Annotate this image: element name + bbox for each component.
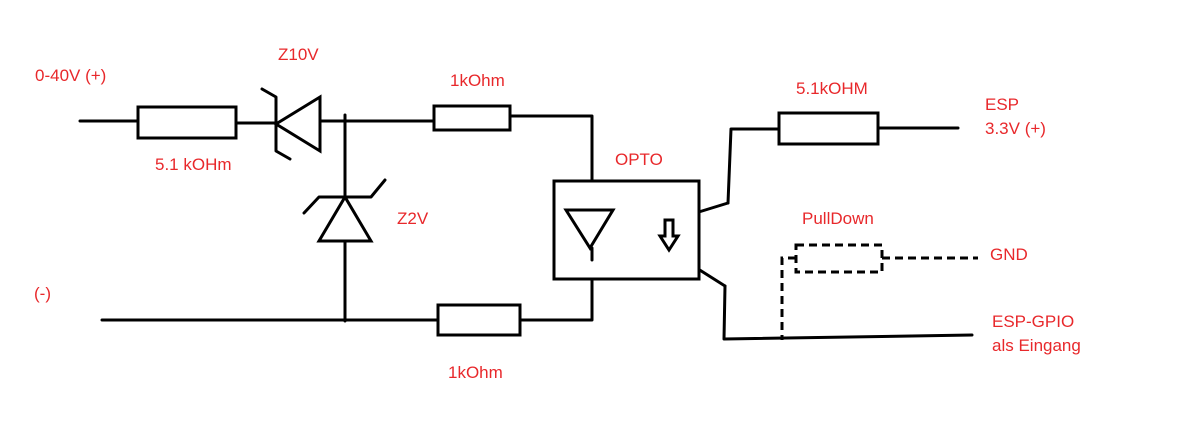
resistor-1k-bottom	[436, 303, 522, 337]
label-input-positive: 0-40V (+)	[35, 66, 106, 85]
wire-pulldown-to-gpio	[780, 256, 796, 340]
resistor-pulldown	[780, 243, 978, 340]
label-input-negative: (-)	[34, 284, 51, 303]
series-resistor	[136, 105, 238, 140]
zener-z2v	[302, 178, 387, 243]
label-pulldown: PullDown	[802, 209, 874, 228]
label-opto: OPTO	[615, 150, 663, 169]
label-esp-supply-2: 3.3V (+)	[985, 119, 1046, 138]
label-pullup-resistor: 5.1kOHM	[796, 79, 868, 98]
label-gnd: GND	[990, 245, 1028, 264]
resistor-5k1-pullup	[777, 111, 880, 146]
label-gpio-1: ESP-GPIO	[992, 312, 1074, 331]
label-gpio-2: als Eingang	[992, 336, 1081, 355]
pulldown-body	[794, 243, 884, 274]
opto-light-arrow	[657, 218, 681, 253]
label-z10v: Z10V	[278, 45, 319, 64]
label-series-resistor: 5.1 kOHm	[155, 155, 232, 174]
label-resistor-bottom: 1kOhm	[448, 363, 503, 382]
opto-led	[563, 208, 616, 251]
wire-1k-to-opto	[508, 114, 594, 212]
wire-emitter-to-gpio	[722, 284, 974, 341]
label-resistor-top: 1kOhm	[450, 71, 505, 90]
opto-housing	[552, 179, 701, 281]
label-z2v: Z2V	[397, 209, 429, 228]
labels: 0-40V (+) (-) 5.1 kOHm Z10V Z2V 1kOhm 1k…	[34, 45, 1081, 382]
wire-collector-to-5k1	[726, 127, 781, 205]
resistor-1k-top	[432, 104, 512, 132]
optocoupler	[552, 179, 701, 281]
label-esp-supply-1: ESP	[985, 95, 1019, 114]
zener-z10v	[260, 87, 322, 161]
